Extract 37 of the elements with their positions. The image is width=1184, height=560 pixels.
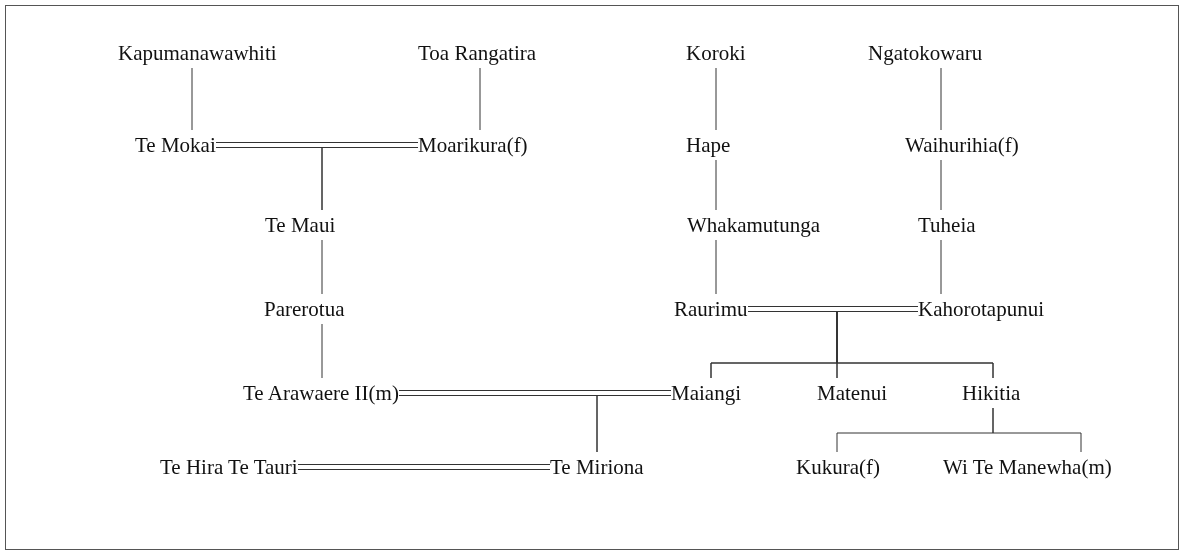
family-line — [321, 239, 323, 295]
person-name: Te Arawaere II(m) — [243, 378, 399, 408]
person-name: Hikitia — [962, 378, 1021, 408]
person-name: Hape — [686, 130, 731, 160]
family-line — [321, 323, 323, 379]
person-name: Koroki — [686, 38, 746, 68]
family-line — [321, 147, 419, 211]
person-name: Te Miriona — [550, 452, 644, 482]
person-name: Kapumanawawhiti — [118, 38, 277, 68]
person-name: Matenui — [817, 378, 887, 408]
family-line — [836, 311, 994, 379]
person-name: Whakamutunga — [687, 210, 820, 240]
person-name: Kukura(f) — [796, 452, 880, 482]
person-name: Maiangi — [671, 378, 741, 408]
family-line — [940, 67, 942, 131]
person-name: Waihurihia(f) — [905, 130, 1019, 160]
family-line — [940, 239, 942, 295]
person-name: Te Maui — [265, 210, 336, 240]
person-name: Raurimu — [674, 294, 748, 324]
family-line — [715, 159, 717, 211]
person-name: Te Hira Te Tauri — [160, 452, 298, 482]
family-line — [479, 67, 481, 131]
person-name: Moarikura(f) — [418, 130, 528, 160]
marriage-line — [297, 464, 551, 470]
family-line — [992, 407, 1082, 453]
person-name: Ngatokowaru — [868, 38, 983, 68]
person-name: Parerotua — [264, 294, 345, 324]
person-name: Kahorotapunui — [918, 294, 1044, 324]
person-name: Tuheia — [918, 210, 976, 240]
family-line — [940, 159, 942, 211]
family-line — [191, 67, 193, 131]
family-line — [596, 395, 672, 453]
person-name: Te Mokai — [135, 130, 216, 160]
family-line — [715, 239, 717, 295]
person-name: Wi Te Manewha(m) — [943, 452, 1112, 482]
family-line — [715, 67, 717, 131]
person-name: Toa Rangatira — [418, 38, 537, 68]
